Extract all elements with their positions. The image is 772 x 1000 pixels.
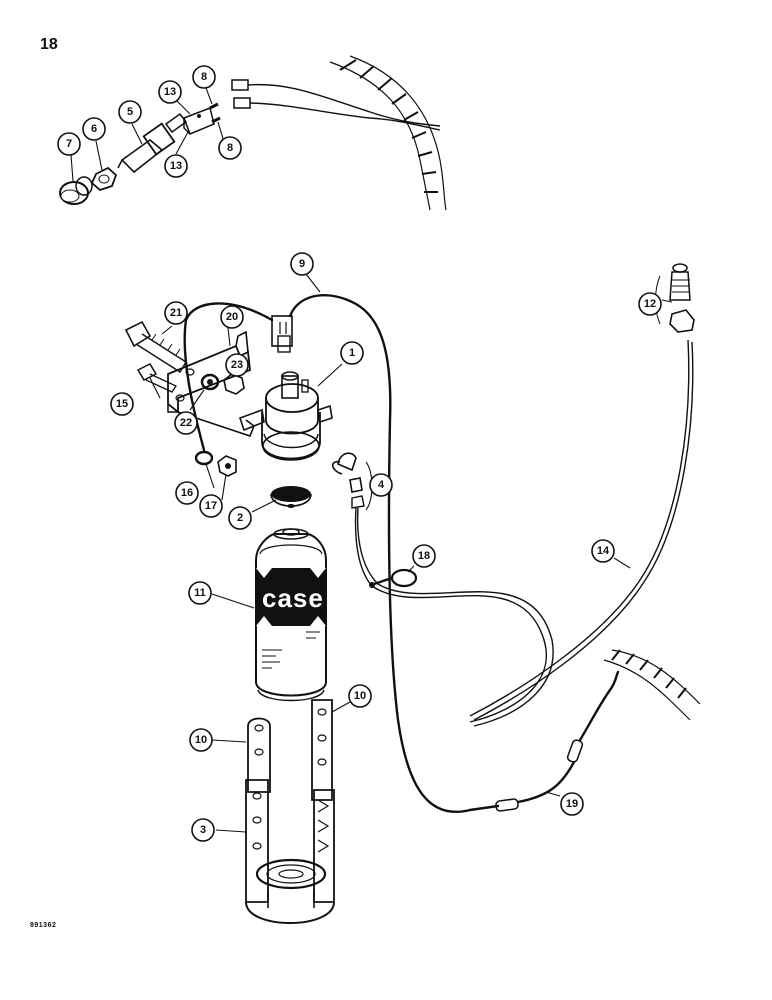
callout-9: 9 [290,252,314,276]
gasket-part-2 [270,486,312,508]
bolt-part-15 [136,363,177,393]
screws-part-8 [209,102,221,124]
callout-17: 17 [199,494,223,518]
callout-11: 11 [188,581,212,605]
callout-label: 4 [378,479,385,491]
reference-code: 891362 [30,922,57,929]
callout-label: 20 [226,311,238,323]
callout-4: 4 [369,473,393,497]
callout-18: 18 [412,544,436,568]
canister-brand-label: case [262,583,324,613]
callout-label: 12 [644,298,656,310]
bolt-part-21 [124,320,187,373]
callout-6: 6 [82,117,106,141]
callout-label: 10 [354,690,366,702]
fuel-line [354,507,547,723]
wire-connector-part-9 [271,315,293,353]
callout-7: 7 [57,132,81,156]
callout-3: 3 [191,818,215,842]
callout-5: 5 [118,100,142,124]
holder-part-3 [245,779,335,924]
solenoid-part-1 [238,371,333,461]
callout-20: 20 [220,305,244,329]
callout-label: 17 [205,500,217,512]
callout-10-left: 10 [189,728,213,752]
primer-valve-part-12 [655,263,695,333]
callout-label: 5 [127,106,133,118]
callout-label: 2 [237,512,243,524]
callout-2: 2 [228,506,252,530]
callout-8-top: 8 [192,65,216,89]
lockwasher-part-22 [200,373,220,391]
callout-1: 1 [340,341,364,365]
callout-label: 8 [227,142,233,154]
callout-label: 22 [180,417,192,429]
callout-22: 22 [174,411,198,435]
callout-label: 1 [349,347,355,359]
callout-16: 16 [175,481,199,505]
callout-label: 10 [195,734,207,746]
callout-10-right: 10 [348,684,372,708]
callout-label: 9 [299,258,305,270]
leader-lines [70,87,673,833]
callout-label: 14 [597,545,610,557]
callout-label: 19 [566,798,578,810]
callout-label: 11 [194,587,206,599]
washer-part-16 [194,450,214,466]
callout-label: 3 [200,824,206,836]
callout-15: 15 [110,392,134,416]
boot-part-7 [59,176,93,205]
callout-19: 19 [560,792,584,816]
wire-connectors-top [231,79,441,131]
callout-21: 21 [164,301,188,325]
nut-part-17 [217,455,237,477]
wire-harness-top [329,55,447,211]
callout-13-top: 13 [158,80,182,104]
page-number: 18 [40,36,58,53]
line-part-14-outer [473,341,694,721]
callout-label: 18 [418,550,430,562]
callout-label: 15 [116,398,128,410]
callout-23: 23 [225,353,249,377]
callout-label: 13 [164,86,176,98]
callout-label: 13 [170,160,182,172]
canister-part-11: case [255,528,327,702]
wire-harness-bottom [603,649,701,721]
callout-13-bottom: 13 [164,154,188,178]
fuel-line-outer [356,507,554,727]
callout-label: 16 [181,487,193,499]
callout-12: 12 [638,292,662,316]
callout-label: 8 [201,71,207,83]
wire-part-9 [288,294,472,813]
callout-label: 23 [231,359,243,371]
callout-label: 7 [66,138,72,150]
callout-14: 14 [591,539,615,563]
wire-part-19 [468,670,620,812]
callout-label: 21 [170,307,182,319]
strap-part-10-left [247,717,271,793]
callout-label: 6 [91,123,97,135]
fitting-part-4 [331,452,365,509]
bracket-part-20 [167,330,255,437]
clamp-part-18 [369,568,418,588]
callout-8-bottom: 8 [218,136,242,160]
nut-part-6 [90,166,118,192]
line-part-14 [469,339,690,717]
strap-part-10-right [311,699,333,801]
